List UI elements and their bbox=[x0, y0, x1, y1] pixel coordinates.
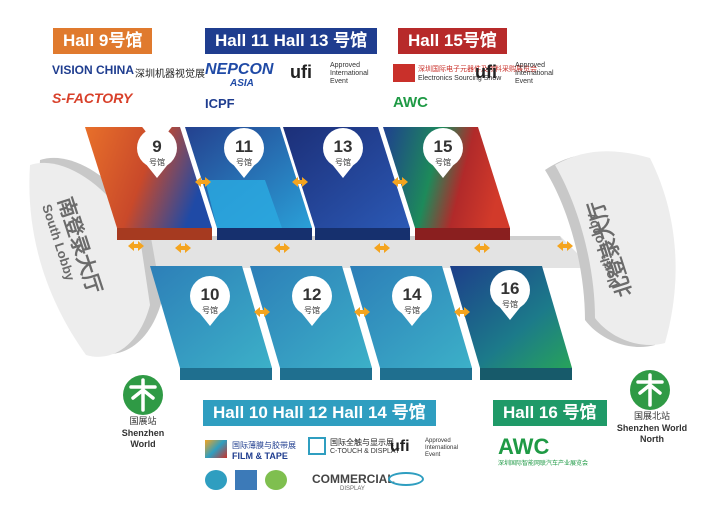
film-tape-icon bbox=[205, 440, 227, 458]
es-show-icon bbox=[393, 64, 415, 82]
hall-12-number: 12 bbox=[303, 285, 322, 304]
awc-logo-2: AWC bbox=[498, 434, 550, 459]
hall-11-hao: 号馆 bbox=[236, 157, 252, 167]
vision-china-cn: 深圳机器视觉展 bbox=[135, 69, 205, 80]
station-north-cn: 国展北站 bbox=[633, 412, 670, 422]
ctouch-en: C-TOUCH & DISPLAY bbox=[330, 448, 400, 455]
station-north-en2: North bbox=[640, 434, 664, 444]
film-tape-cn: 国际薄膜与胶带展 bbox=[232, 441, 296, 450]
ctouch-icon bbox=[308, 437, 326, 455]
hall-10-number: 10 bbox=[201, 285, 220, 304]
commercial-logo: COMMERCIAL bbox=[312, 472, 395, 486]
nepcon-logo: NEPCON bbox=[205, 61, 274, 78]
hall-13-hao: 号馆 bbox=[335, 157, 351, 167]
north-lobby[interactable] bbox=[545, 151, 676, 348]
hall-9-pin[interactable]: 9 号馆 bbox=[137, 93, 177, 178]
ufi-logo-1: ufi bbox=[290, 62, 312, 82]
icpf-logo: ICPF bbox=[205, 96, 235, 111]
ufi-note-2: Approved International Event bbox=[515, 62, 554, 85]
exhibitor-logo-b bbox=[235, 470, 257, 490]
hall-14-pin[interactable]: 14 号馆 bbox=[392, 276, 432, 326]
hall-15-building[interactable] bbox=[383, 127, 510, 240]
nepcon-asia: ASIA bbox=[230, 78, 254, 89]
display-logo bbox=[388, 472, 424, 486]
sfactory-logo: S-FACTORY bbox=[52, 90, 133, 106]
awc-cn: 深圳国际智能网联汽车产业展览会 bbox=[498, 460, 589, 467]
exhibitor-logo-c bbox=[265, 470, 287, 490]
ufi-note-1: Approved International Event bbox=[330, 62, 369, 85]
ufi-logo-3: ufi bbox=[390, 438, 410, 455]
hall-12-hao: 号馆 bbox=[304, 305, 320, 315]
hall-15-hao: 号馆 bbox=[435, 157, 451, 167]
hall-16-hao: 号馆 bbox=[502, 299, 518, 309]
es-show-en: Electronics Sourcing Show bbox=[418, 75, 502, 82]
station-north-label: 国展北站 Shenzhen World North bbox=[614, 412, 690, 445]
hall-16-pin[interactable]: 16 号馆 bbox=[490, 270, 530, 320]
ufi-logo-2: ufi bbox=[475, 62, 497, 82]
hall-11-number: 11 bbox=[235, 137, 253, 156]
hall-12-pin[interactable]: 12 号馆 bbox=[292, 276, 332, 326]
banner-hall-9: Hall 9号馆 bbox=[53, 28, 153, 54]
commercial-sub: DISPLAY bbox=[340, 486, 365, 492]
exhibitor-logo-a bbox=[205, 470, 227, 490]
hall-11-building[interactable] bbox=[185, 127, 312, 240]
hall-14-number: 14 bbox=[403, 285, 422, 304]
banner-hall-16: Hall 16 号馆 bbox=[493, 400, 607, 426]
banner-hall-10-12-14: Hall 10 Hall 12 Hall 14 号馆 bbox=[203, 400, 436, 426]
hall-9-hao: 号馆 bbox=[149, 157, 165, 167]
hall-14-hao: 号馆 bbox=[404, 305, 420, 315]
hall-16-number: 16 bbox=[501, 279, 520, 298]
hall-15-number: 15 bbox=[434, 137, 453, 156]
hall-13-building[interactable] bbox=[283, 127, 410, 240]
hall-9-building[interactable] bbox=[85, 127, 212, 240]
station-south-en: Shenzhen World bbox=[121, 428, 165, 449]
awc-logo-1: AWC bbox=[393, 94, 428, 111]
station-south-cn: 国展站 bbox=[129, 417, 157, 427]
central-walkway bbox=[110, 236, 592, 268]
ctouch-cn: 国际全触与显示展 bbox=[330, 438, 394, 447]
metro-icon-north bbox=[630, 370, 670, 410]
vision-china-logo: VISION CHINA bbox=[52, 63, 135, 77]
hall-10-hao: 号馆 bbox=[202, 305, 218, 315]
banner-hall-11-13: Hall 11 Hall 13 号馆 bbox=[205, 28, 378, 54]
es-show-cn: 深圳国际电子元器件及物料采购展览会 bbox=[418, 65, 537, 73]
ufi-note-3: Approved International Event bbox=[425, 438, 459, 458]
hall-13-pin[interactable]: 13 号馆 bbox=[323, 128, 363, 178]
connector-arrows bbox=[128, 177, 573, 317]
station-north-en1: Shenzhen World bbox=[616, 423, 688, 433]
metro-icon-south bbox=[123, 375, 163, 415]
film-tape-en: FILM & TAPE bbox=[232, 451, 288, 461]
banner-hall-15: Hall 15号馆 bbox=[398, 28, 507, 54]
hall-9-number: 9 bbox=[152, 137, 161, 156]
hall-10-pin[interactable]: 10 号馆 bbox=[190, 276, 230, 326]
station-south-label: 国展站 Shenzhen World bbox=[110, 417, 176, 450]
hall-13-number: 13 bbox=[334, 137, 353, 156]
hall-11-pin[interactable]: 11 号馆 bbox=[224, 128, 264, 178]
hall-15-pin[interactable]: 15 号馆 bbox=[423, 128, 463, 178]
